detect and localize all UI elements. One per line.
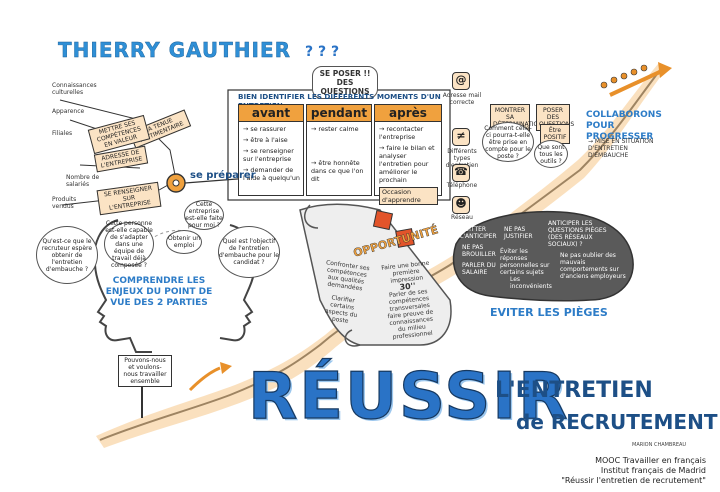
- credit-line: MOOC Travailler en français: [595, 456, 706, 465]
- tree-item: Apparence: [52, 108, 85, 115]
- collaborate-title: COLLABORONS POUR PROGRESSER: [586, 110, 662, 142]
- opportunity-left-item: Confronter ses compétences aux qualités …: [325, 259, 371, 293]
- card-apres-head: après: [375, 105, 441, 122]
- pitfall-item: NE PAS BROUILLER: [462, 244, 496, 258]
- opportunity-left: Confronter ses compétences aux qualités …: [318, 259, 371, 327]
- card-apres-item: → recontacter l'entreprise: [379, 125, 424, 141]
- card-avant-item: → demander de l'aide à quelqu'un: [243, 166, 300, 182]
- pitfall-item: Éviter les réponses personnelles sur cer…: [500, 248, 550, 276]
- card-apres-note: Occasion d'apprendre: [379, 187, 438, 205]
- people-drawing: [600, 64, 648, 89]
- card-pendant-item: → être honnête dans ce que l'on dit: [311, 159, 364, 183]
- pitfall-item: Ne pas oublier des mauvais comportements…: [560, 252, 626, 280]
- subtitle-line1: L'ENTRETIEN: [495, 378, 653, 403]
- card-pendant-item: → rester calme: [311, 125, 359, 133]
- thought-bubble: Cette personne est-elle capable de s'ada…: [104, 219, 154, 269]
- pitfall-item: Les inconvénients: [510, 276, 552, 290]
- pitfall-item: PARLER DU SALAIRE: [462, 262, 496, 276]
- artist-signature: MARION CHAMBREAU: [632, 442, 687, 448]
- at-icon: @: [452, 72, 470, 90]
- opportunity-right-item: faire preuve de connaissances du milieu …: [387, 308, 434, 341]
- pitfall-item: NE PAS JUSTIFIER: [504, 226, 533, 240]
- subtitle-line2: de RECRUTEMENT: [516, 410, 718, 434]
- thought-bubble: Obtenir un emploi: [166, 230, 202, 254]
- questions-bubble: SE POSER !! DES QUESTIONS: [312, 66, 378, 99]
- recruiter-bubble: Qu'est-ce que le recruteur espère obteni…: [36, 226, 98, 284]
- card-avant: avant → se rassurer → être à l'aise → se…: [238, 104, 304, 196]
- card-pendant: pendant → rester calme → être honnête da…: [306, 104, 372, 196]
- process-bubble: Comment celle-ci pourra-t-elle être pris…: [482, 122, 534, 162]
- process-bubble-2: Que sont tous les outils ?: [534, 140, 568, 168]
- icon-caption: Adresse mail correcte: [442, 92, 482, 106]
- understand-title: COMPRENDRE LES ENJEUX DU POINT DE VUE DE…: [105, 276, 213, 308]
- card-avant-item: → se rassurer: [243, 125, 286, 133]
- collaborate-note: → MISE EN SITUATION D'ENTRETIEN D'EMBAUC…: [588, 138, 654, 159]
- icon-caption: Téléphone: [446, 182, 478, 189]
- card-avant-item: → se renseigner sur l'entreprise: [243, 147, 294, 163]
- card-avant-head: avant: [239, 105, 303, 122]
- together-sign: Pouvons-nous et voulons-nous travailler …: [118, 355, 172, 387]
- network-icon: ☻: [452, 196, 470, 214]
- main-title: RÉUSSIR: [247, 359, 570, 434]
- tree-item: Produits vendus: [52, 196, 77, 210]
- card-apres-item: → faire le bilan et analyser l'entretien…: [379, 144, 435, 184]
- tree-item: Connaissances culturelles: [52, 82, 97, 96]
- pitfalls-title: EVITER LES PIÈGES: [490, 306, 608, 319]
- key-label: se préparer: [190, 170, 256, 181]
- question-marks: ? ? ?: [305, 44, 340, 60]
- tree-item: Filiales: [52, 130, 73, 137]
- credit-line: Institut français de Madrid: [600, 466, 706, 475]
- not-equal-icon: ≠: [452, 128, 470, 146]
- phone-icon: ☎: [452, 164, 470, 182]
- pitfall-item: ANTICIPER LES QUESTIONS PIÈGES (DES RÉSE…: [548, 220, 607, 248]
- opportunity-right: Faire une bonne première impression 30''…: [380, 260, 438, 342]
- candidate-bubble: Quel est l'objectif de l'entretien d'emb…: [218, 226, 280, 278]
- opportunity-left-item: Clarifier certains aspects du poste: [324, 294, 358, 325]
- card-pendant-head: pendant: [307, 105, 371, 122]
- icon-caption: Réseau: [451, 214, 473, 221]
- thought-bubble: Cette entreprise est-elle faite pour moi…: [184, 200, 224, 230]
- card-avant-item: → être à l'aise: [243, 136, 288, 144]
- author-name: THIERRY GAUTHIER: [58, 38, 292, 62]
- pitfall-item: QUITTER L'ANTICIPER: [460, 226, 497, 240]
- card-apres: après → recontacter l'entreprise → faire…: [374, 104, 442, 205]
- scroll: [299, 203, 452, 346]
- credit-line: "Réussir l'entretien de recrutement": [561, 476, 706, 485]
- pitfall-rock: [452, 210, 634, 302]
- tree-item: Nombre de salariés: [66, 174, 100, 188]
